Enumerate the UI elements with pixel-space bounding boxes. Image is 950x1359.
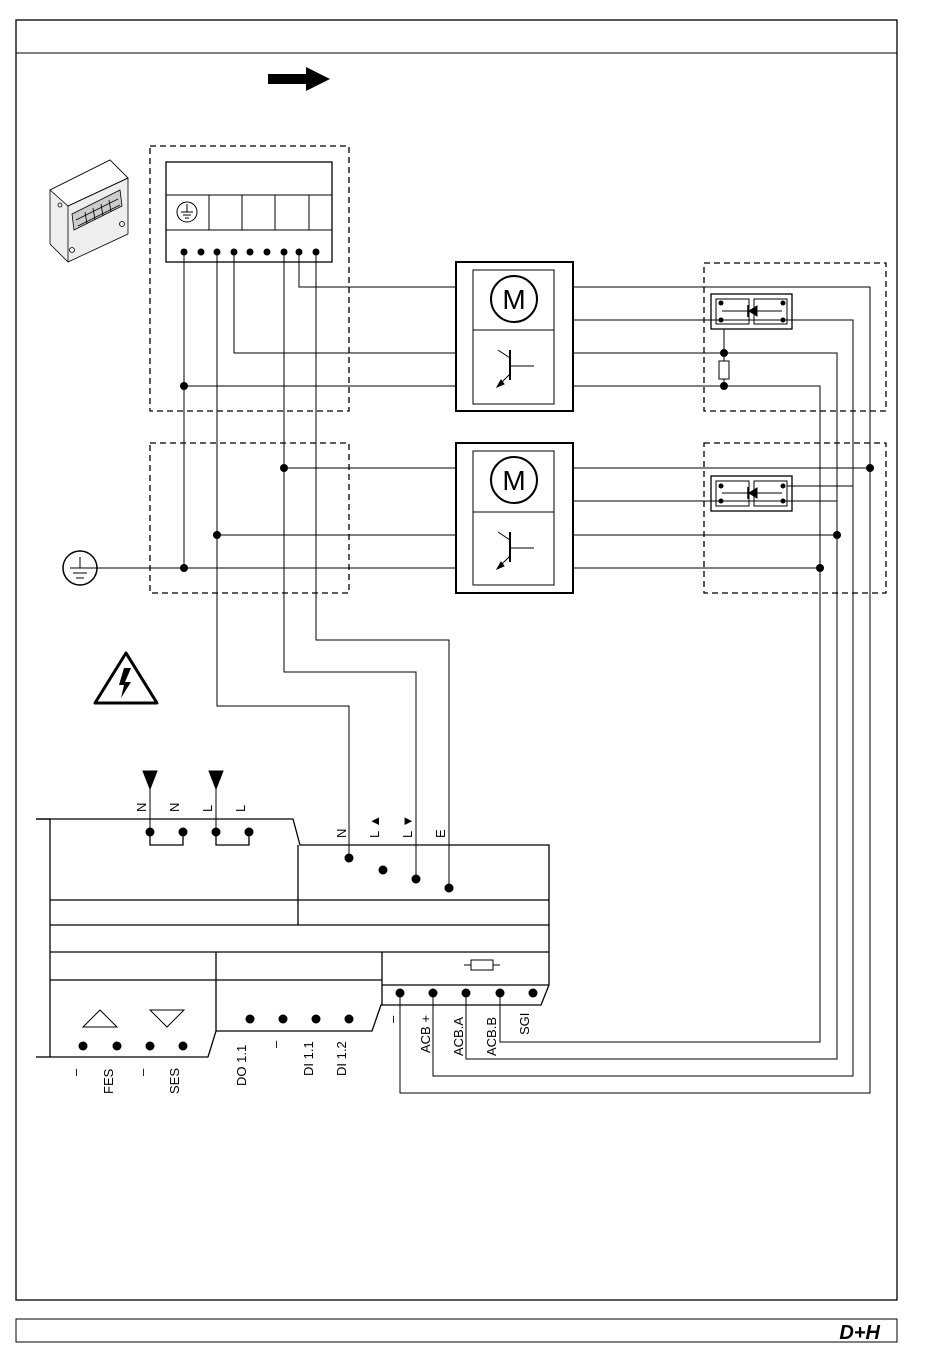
mains-terminal-label: N (167, 803, 182, 812)
terminal-label-do11: DO 1.1 (234, 1045, 249, 1086)
power-terminal-label: L ▲ (367, 815, 382, 838)
diode-icon (711, 294, 792, 329)
motor-label-lower: M (502, 465, 525, 496)
mains-terminal-label: N (134, 803, 149, 812)
triangle-down-icon (209, 771, 223, 789)
terminal-label-acb-a: ACB.A (451, 1017, 466, 1056)
terminal-label-acb-minus: – (385, 1015, 400, 1023)
control-unit (36, 819, 549, 1057)
resistor-icon (719, 361, 729, 379)
junction-box-lower (150, 443, 349, 593)
high-voltage-warning-icon (95, 653, 157, 703)
junction-box-upper (150, 146, 349, 411)
terminal-label-di-minus: – (268, 1040, 283, 1048)
terminal-label-fes: FES (101, 1068, 116, 1094)
terminal-label-di11: DI 1.1 (301, 1041, 316, 1076)
terminal-label-ses-minus: – (135, 1068, 150, 1076)
terminal-label-fes-minus: – (68, 1068, 83, 1076)
resistor-icon (464, 960, 500, 970)
terminal-label-sgi: SGI (517, 1013, 532, 1035)
brand-logo: D+H (839, 1322, 880, 1344)
triangle-down-icon (150, 1010, 184, 1027)
terminal-label-acb-plus: ACB + (418, 1015, 433, 1053)
footer-frame (16, 1319, 897, 1342)
terminal-label-acb-b: ACB.B (484, 1017, 499, 1056)
termination-box-lower (704, 443, 886, 593)
mains-terminal-label: L (200, 805, 215, 812)
terminal-label-ses: SES (167, 1068, 182, 1094)
page-frame (16, 20, 897, 1300)
diode-icon (711, 476, 792, 511)
power-terminal-label: L ▼ (400, 815, 415, 838)
ground-icon (177, 202, 197, 222)
connection-dots (79, 249, 875, 1051)
wiring (80, 252, 870, 1093)
power-terminal-label: E (433, 829, 448, 838)
junction-box-icon (50, 160, 128, 262)
transistor-icon (497, 350, 534, 387)
terminal-label-di12: DI 1.2 (334, 1041, 349, 1076)
triangle-up-icon (83, 1010, 117, 1027)
triangle-down-icon (143, 771, 157, 789)
termination-box-upper (704, 263, 886, 411)
mains-terminal-label: L (233, 805, 248, 812)
motor-label-upper: M (502, 284, 525, 315)
power-terminal-label: N (334, 829, 349, 838)
transistor-icon (497, 532, 534, 569)
arrow-right-icon (268, 67, 330, 91)
